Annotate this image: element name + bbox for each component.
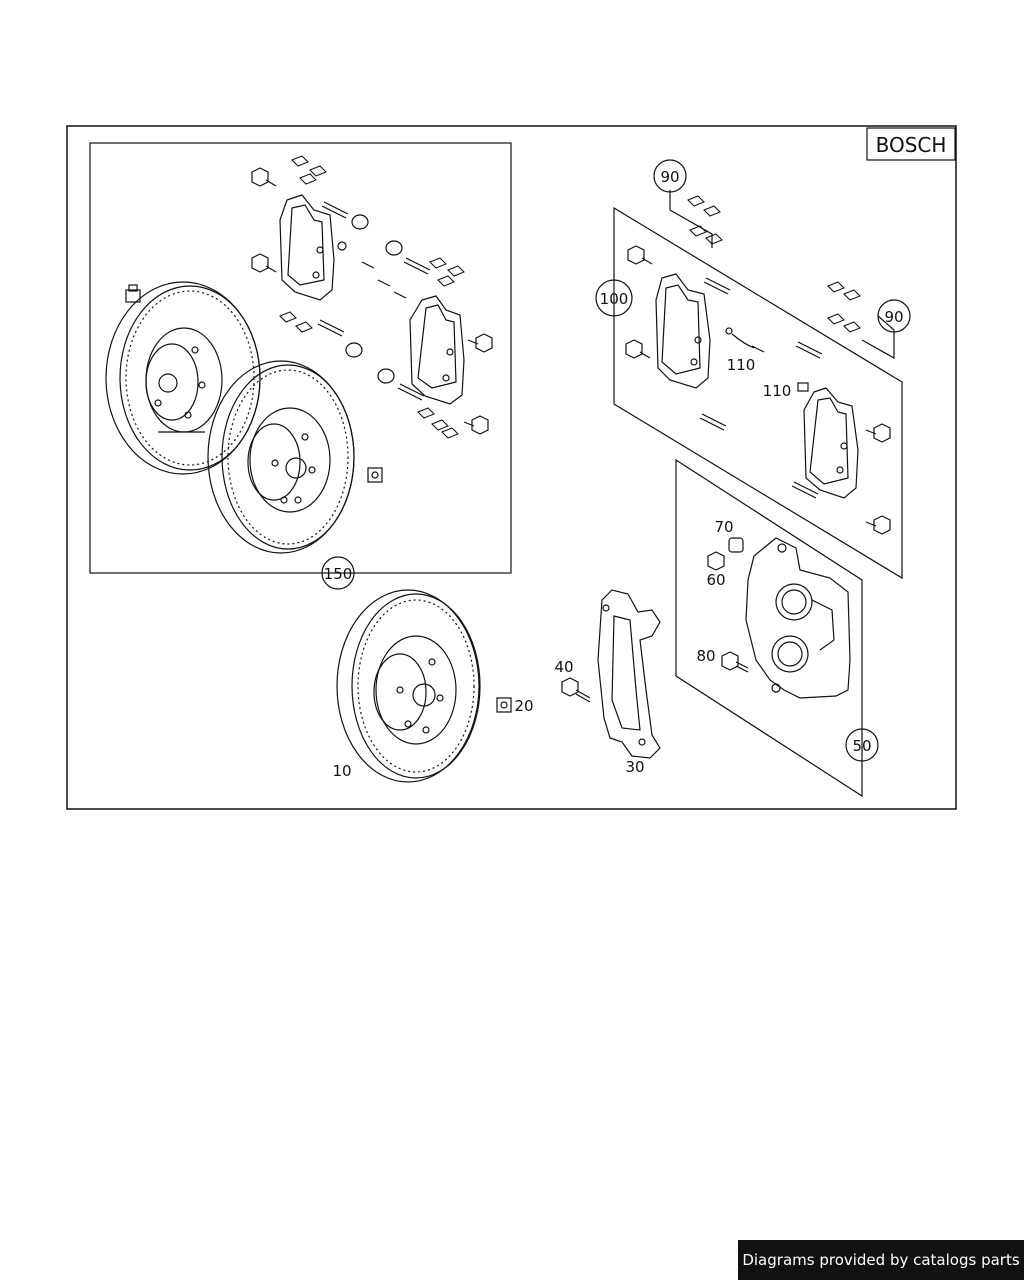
label-50: 50 (852, 737, 871, 755)
callout-circle-90-right (877, 299, 911, 333)
disc-kit-right (207, 360, 355, 554)
guide-pin-icons-kit (317, 201, 431, 401)
nut-icon-kit-bottom (367, 467, 383, 483)
callout-circle-100 (595, 279, 633, 317)
bolt-icons-kit (251, 167, 493, 435)
dust-cap-70 (728, 537, 744, 553)
caliper-carrier-30 (597, 589, 661, 759)
bushing-icons-kit (337, 214, 403, 384)
callout-circle-150 (321, 556, 355, 590)
label-70: 70 (714, 518, 733, 536)
brake-disc-10 (336, 589, 481, 783)
guide-pin-icons-100 (699, 277, 823, 499)
footer-credit: Diagrams provided by catalogs parts (738, 1240, 1024, 1280)
pad-kit-100-frame (613, 206, 903, 580)
bolt-80 (721, 651, 749, 673)
nut-icon-kit-top (125, 284, 141, 303)
label-10: 10 (332, 762, 351, 780)
label-100: 100 (600, 290, 629, 308)
label-40: 40 (554, 658, 573, 676)
callout-circle-90-top (653, 159, 687, 193)
label-90-top: 90 (660, 168, 679, 186)
label-90-right: 90 (884, 308, 903, 326)
wear-sensor-110 (725, 327, 809, 392)
label-110-lower: 110 (763, 382, 792, 400)
bracket-90-top (669, 190, 713, 248)
bolt-40 (561, 677, 591, 703)
bolt-icons-kit-100 (625, 245, 891, 535)
caliper-housing-50 (745, 537, 851, 699)
brand-box (866, 127, 956, 161)
label-110-upper: 110 (727, 356, 756, 374)
callout-circle-50 (845, 728, 879, 762)
disc-kit-left (105, 281, 261, 475)
label-30: 30 (625, 758, 644, 776)
kit-150-frame (89, 142, 512, 574)
label-80: 80 (696, 647, 715, 665)
bleeder-valve-60 (707, 551, 725, 571)
brand-label: BOSCH (876, 133, 947, 157)
caliper-kit-50-frame (675, 458, 863, 798)
bracket-90-right (861, 315, 895, 360)
label-60: 60 (706, 571, 725, 589)
brake-pad-100-right (803, 387, 859, 499)
brake-pad-kit-upper (279, 194, 335, 301)
diagram-frame (66, 125, 957, 810)
clip-icons-90 (687, 195, 861, 333)
brake-pad-100-left (655, 273, 711, 389)
wheel-nut-20 (496, 697, 512, 713)
clip-icons-kit (279, 155, 465, 439)
label-150: 150 (324, 565, 353, 583)
brake-pad-kit-lower (409, 295, 465, 405)
label-20: 20 (514, 697, 533, 715)
